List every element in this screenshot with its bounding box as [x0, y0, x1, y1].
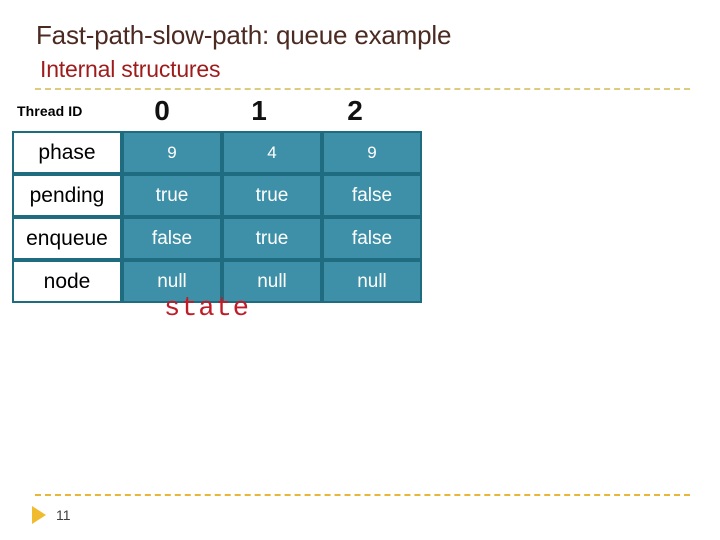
triangle-right-icon [32, 506, 46, 524]
row-label-text: pending [29, 184, 105, 207]
row-label-text: enqueue [26, 227, 108, 250]
table-row: node null null null [12, 260, 422, 303]
column-header-2: 2 [347, 95, 363, 126]
table-row: pending true true false [12, 174, 422, 217]
row-label-text: node [43, 270, 91, 293]
row-label-text: phase [38, 141, 96, 164]
column-header-1: 1 [251, 95, 267, 126]
column-header-0: 0 [154, 95, 170, 126]
row-label-node: node [12, 260, 122, 303]
cell-enqueue-2: false [322, 217, 422, 260]
table-row: enqueue false true false [12, 217, 422, 260]
row-label-phase: phase [12, 131, 122, 174]
cell-phase-2: 9 [322, 131, 422, 174]
cell-node-0: null [122, 260, 222, 303]
cell-enqueue-0: false [122, 217, 222, 260]
cell-pending-1: true [222, 174, 322, 217]
cell-node-1: null [222, 260, 322, 303]
state-caption: state [163, 294, 250, 324]
table-corner-label: Thread ID [17, 103, 83, 119]
footer-divider [35, 494, 690, 496]
page-title: Fast-path-slow-path: queue example [36, 20, 452, 50]
cell-pending-0: true [122, 174, 222, 217]
cell-node-2: null [322, 260, 422, 303]
page-number: 11 [56, 507, 71, 523]
cell-pending-2: false [322, 174, 422, 217]
table-row: phase 9 4 9 [12, 131, 422, 174]
state-table: phase 9 4 9 pending true true false enqu… [12, 131, 422, 303]
header-divider [35, 88, 690, 90]
cell-enqueue-1: true [222, 217, 322, 260]
cell-phase-1: 4 [222, 131, 322, 174]
row-label-enqueue: enqueue [12, 217, 122, 260]
row-label-pending: pending [12, 174, 122, 217]
internal-structures-table-area: Thread ID 0 1 2 phase 9 4 9 pending true… [12, 95, 422, 324]
page-subtitle: Internal structures [40, 56, 221, 82]
cell-phase-0: 9 [122, 131, 222, 174]
